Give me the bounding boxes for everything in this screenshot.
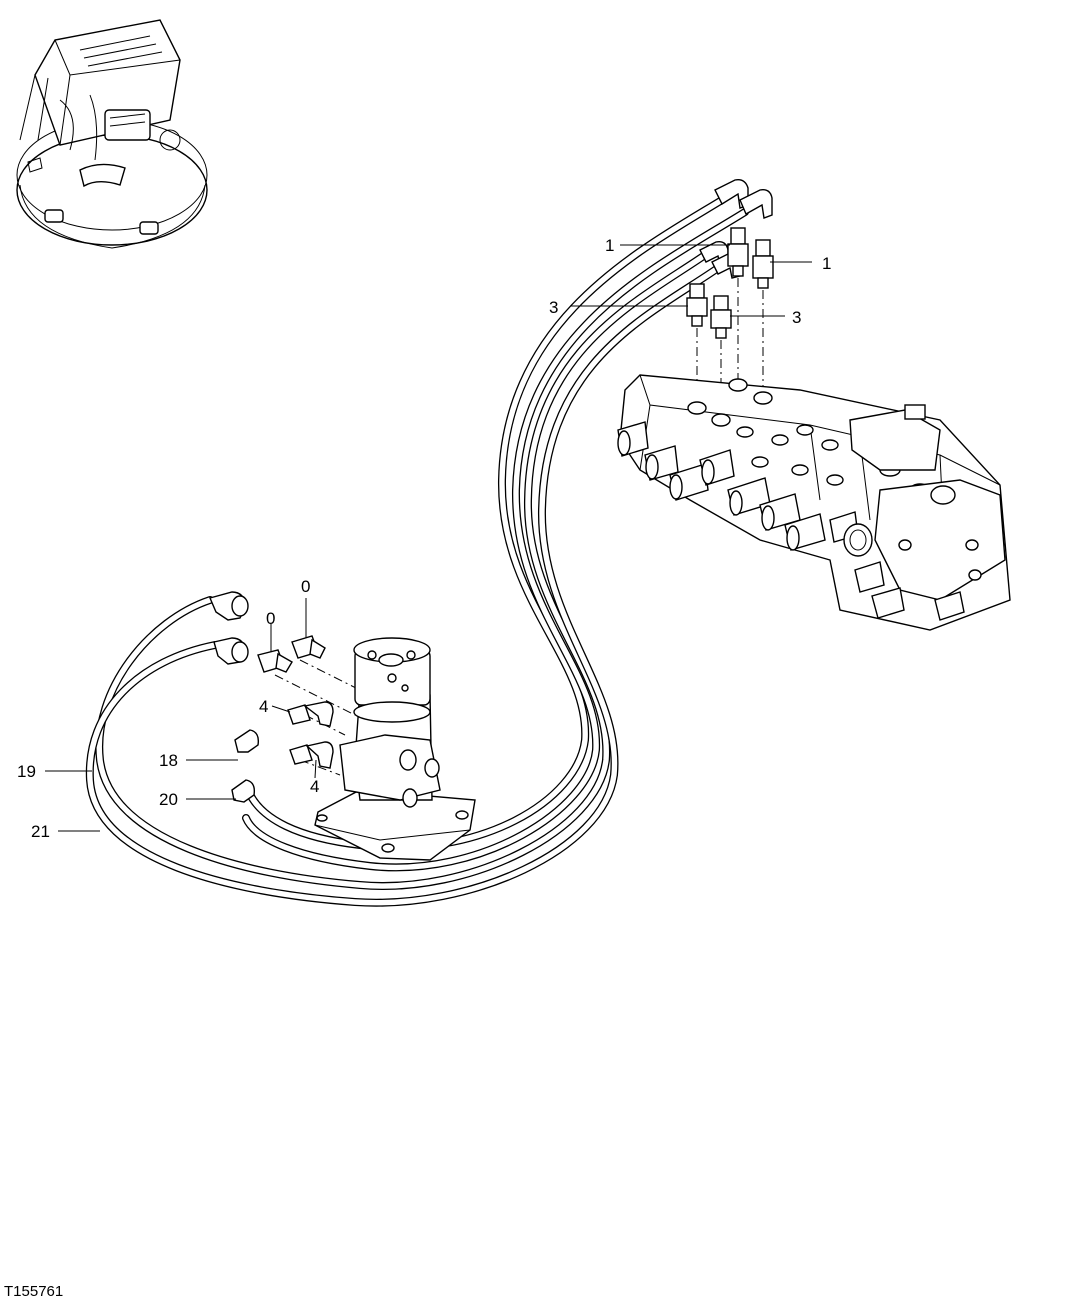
adapter-fitting-3a bbox=[686, 283, 708, 327]
callout-4b: 4 bbox=[310, 777, 319, 796]
elbow-fitting-4a bbox=[287, 701, 334, 727]
callout-3b: 3 bbox=[792, 308, 801, 327]
leader-lines bbox=[45, 244, 812, 832]
callout-3a: 3 bbox=[549, 298, 558, 317]
adapter-fitting-1b bbox=[752, 239, 774, 289]
callout-21: 21 bbox=[31, 822, 50, 841]
callout-1a: 1 bbox=[605, 236, 614, 255]
adapter-fitting-1a bbox=[727, 227, 749, 277]
center-joint bbox=[314, 637, 476, 861]
callout-19: 19 bbox=[17, 762, 36, 781]
callout-20: 20 bbox=[159, 790, 178, 809]
callout-labels: 1 1 3 3 0 0 4 4 18 20 19 21 bbox=[17, 236, 831, 841]
connector-0a bbox=[291, 635, 326, 659]
control-valve-block bbox=[617, 374, 1011, 631]
hose-bundle bbox=[85, 196, 749, 907]
adapter-fitting-3b bbox=[710, 295, 732, 339]
figure-id: T155761 bbox=[4, 1283, 63, 1300]
connector-0b bbox=[257, 649, 293, 673]
callout-0b: 0 bbox=[266, 609, 275, 628]
excavator-location-thumbnail bbox=[16, 19, 208, 249]
callout-1b: 1 bbox=[822, 254, 831, 273]
elbow-fitting-4b bbox=[289, 741, 334, 769]
callout-0a: 0 bbox=[301, 577, 310, 596]
hose-end-fittings-swivel bbox=[209, 591, 260, 803]
callout-4a: 4 bbox=[259, 697, 268, 716]
callout-18: 18 bbox=[159, 751, 178, 770]
